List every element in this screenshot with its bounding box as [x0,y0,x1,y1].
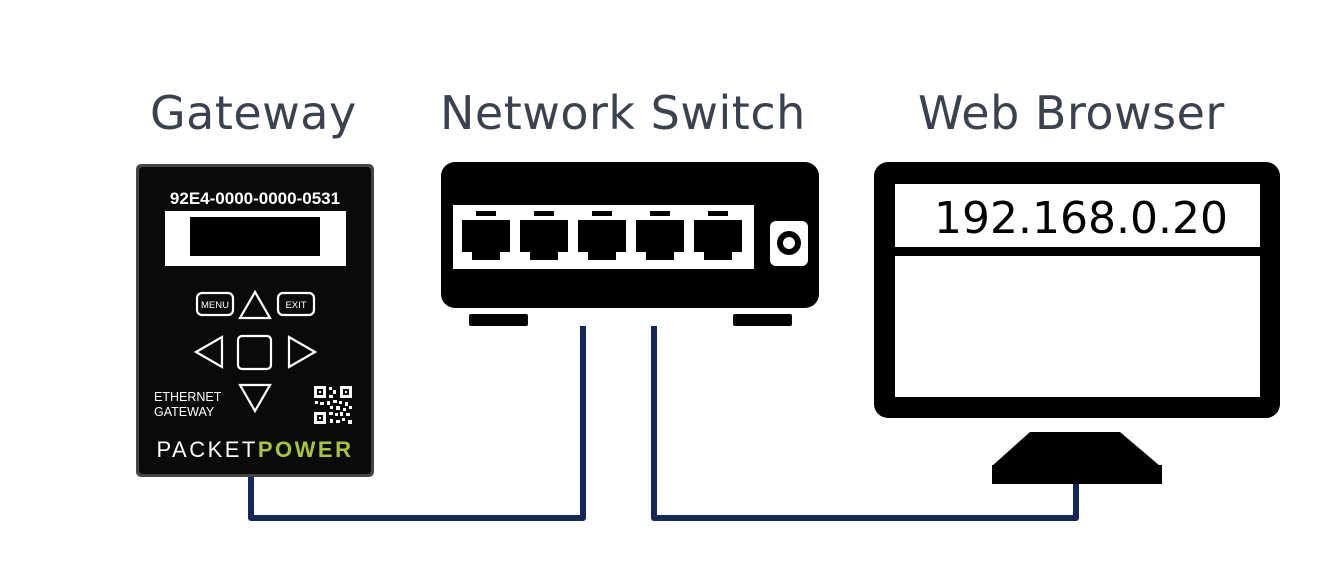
qr-code-icon [314,386,352,424]
gateway-serial: 92E4-0000-0000-0531 [170,189,340,208]
gateway-heading: Gateway [150,86,357,140]
port-contacts [708,211,728,216]
switch-ports [462,211,742,260]
browser-heading: Web Browser [918,86,1225,140]
switch-heading: Network Switch [440,86,806,140]
gateway-keypad [193,289,318,414]
left-arrow-icon[interactable] [193,335,224,369]
monitor-neck [992,432,1160,466]
monitor-base [992,465,1162,484]
brand-part2: POWER [258,437,354,462]
device-type-line1: ETHERNET [154,390,222,404]
browser-address: 192.168.0.20 [934,193,1228,244]
browser-address-bar[interactable] [895,184,1260,247]
exit-button-label: EXIT [285,300,306,311]
port-contacts [534,211,554,216]
ethernet-port-icon [520,220,568,260]
browser-content-area [895,256,1260,397]
brand-logo: PACKETPOWER [156,437,353,462]
cables [248,326,1079,521]
select-button[interactable] [236,334,273,371]
power-jack-icon [770,221,808,266]
up-arrow-icon[interactable] [238,289,272,320]
cable-gateway-to-switch [248,326,586,521]
port-contacts [476,211,496,216]
ethernet-port-icon [462,220,510,260]
ethernet-port-icon [578,220,626,260]
ethernet-port-icon [636,220,684,260]
gateway-device: 92E4-0000-0000-0531 MENU EXIT ETHERNET G… [136,164,374,477]
device-type-line2: GATEWAY [154,405,215,419]
ethernet-port-icon [694,220,742,260]
menu-button-label: MENU [201,300,229,311]
right-arrow-icon[interactable] [287,335,318,369]
exit-button[interactable] [276,291,316,317]
brand-part1: PACKET [156,437,257,462]
cable-switch-to-browser [651,326,1079,521]
switch-foot-right [733,314,792,326]
port-contacts [650,211,670,216]
port-contacts [592,211,612,216]
network-switch-device [441,162,819,326]
down-arrow-icon[interactable] [238,383,272,414]
switch-foot-left [469,314,528,326]
menu-button[interactable] [195,291,235,317]
monitor-device: 192.168.0.20 [874,162,1280,484]
